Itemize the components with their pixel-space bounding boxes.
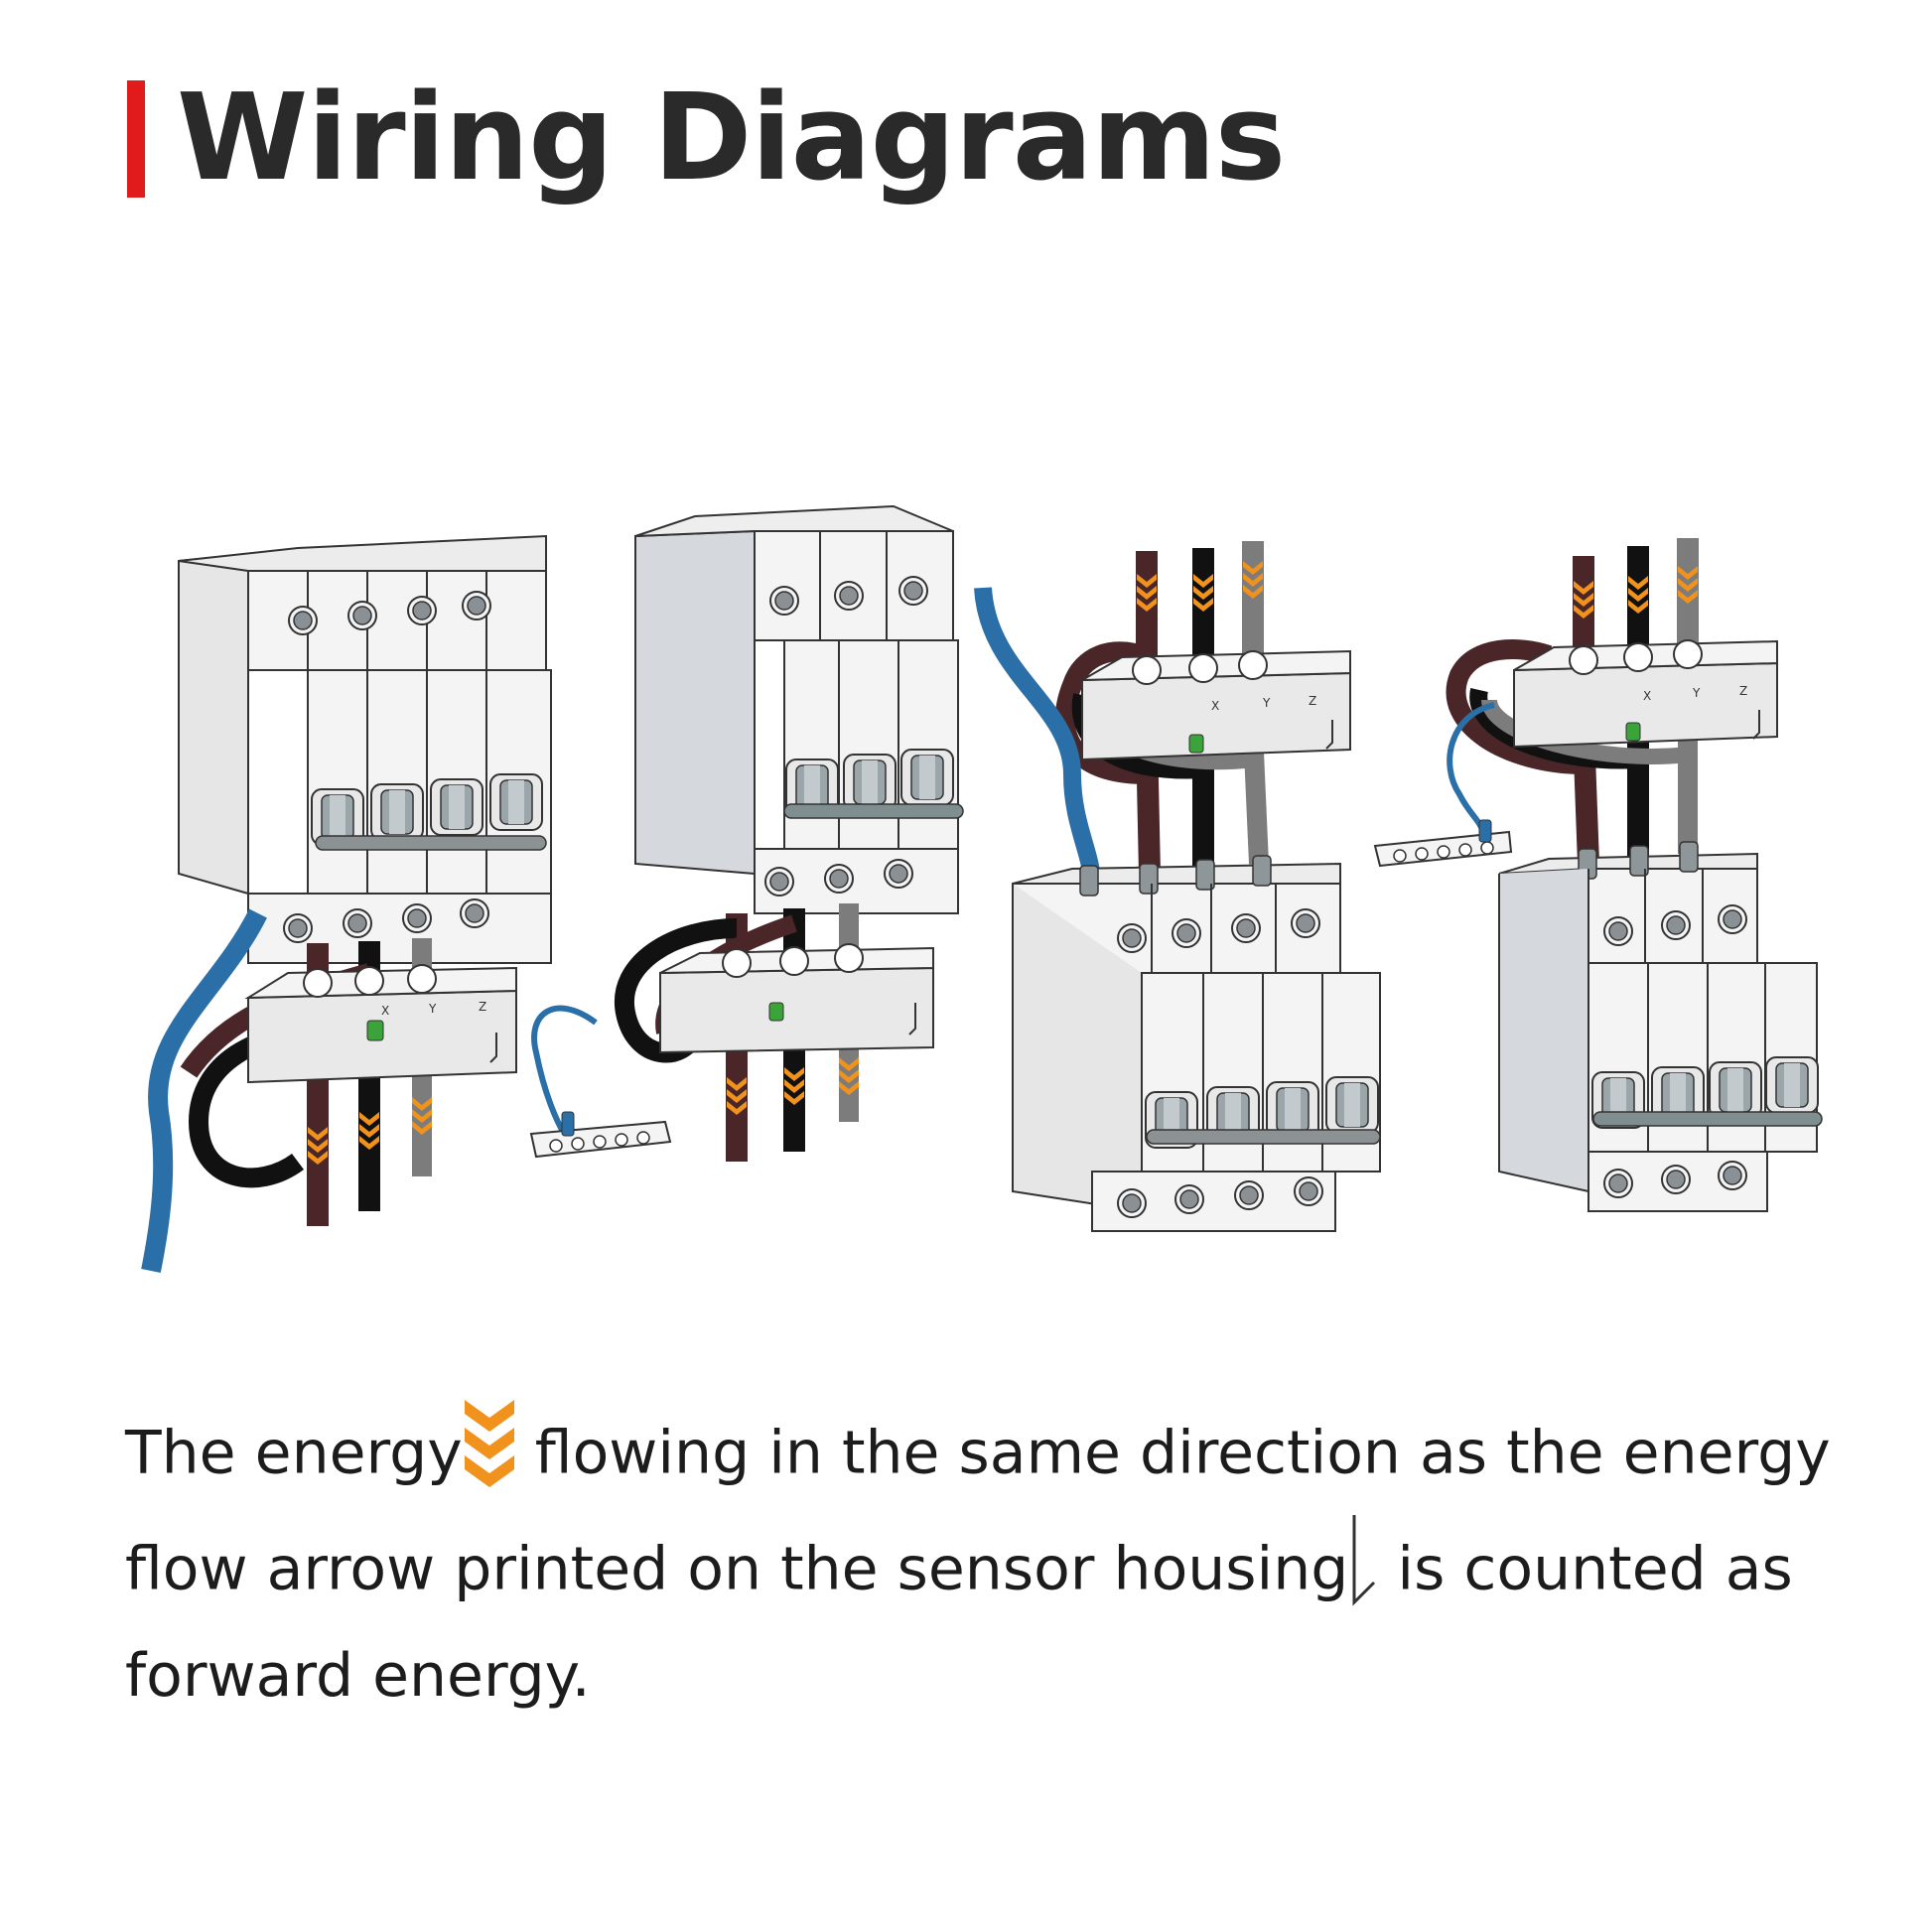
screw-icon — [460, 898, 489, 928]
svg-text:Y: Y — [1692, 686, 1701, 700]
screw-icon — [462, 591, 491, 621]
module-1: X Y Z — [141, 534, 552, 1273]
screw-icon — [764, 867, 794, 897]
wiring-diagram: X Y Z — [141, 504, 1823, 1273]
screw-icon — [1294, 1176, 1323, 1206]
energy-sensor: X Y Z — [244, 964, 517, 1084]
screw-icon — [1718, 904, 1747, 934]
screw-icon — [834, 581, 864, 611]
screw-icon — [1603, 1169, 1633, 1198]
breaker-toggle-icon — [370, 783, 424, 841]
screw-icon — [402, 903, 432, 933]
screw-icon — [1117, 1188, 1147, 1218]
breaker-toggle-icon — [1765, 1056, 1819, 1114]
screw-icon — [1661, 1165, 1691, 1194]
svg-text:X: X — [381, 1004, 389, 1018]
screw-icon — [884, 859, 913, 889]
energy-sensor: X Y Z — [1081, 649, 1351, 761]
svg-text:Y: Y — [428, 1002, 437, 1016]
screw-icon — [1661, 910, 1691, 940]
page-title: Wiring Diagrams — [177, 69, 1286, 207]
screw-icon — [824, 864, 854, 894]
svg-text:Y: Y — [1262, 696, 1271, 710]
caption-part-2: flowing in the same direction as the ene… — [125, 1418, 1831, 1604]
svg-text:Z: Z — [1739, 684, 1747, 698]
caption-part-3: is counted as forward energy. — [125, 1534, 1793, 1711]
svg-text:X: X — [1211, 699, 1219, 713]
screw-icon — [769, 586, 799, 616]
neutral-wire — [531, 1005, 598, 1142]
module-3: X Y Z — [974, 541, 1381, 1232]
breaker-toggle-icon — [1325, 1076, 1379, 1134]
accent-bar — [127, 79, 145, 198]
breaker-toggle-icon — [843, 754, 897, 811]
terminal-block — [529, 1111, 672, 1159]
breaker-toggle-icon — [430, 778, 483, 836]
screw-icon — [288, 606, 318, 635]
caption: The energy flowing in the same direction… — [125, 1400, 1833, 1720]
neutral-wire — [141, 908, 267, 1273]
screw-icon — [1234, 1180, 1264, 1210]
module-2 — [529, 504, 964, 1162]
page-heading: Wiring Diagrams — [127, 69, 1286, 207]
energy-flow-arrow-icon — [463, 1400, 516, 1513]
screw-icon — [1718, 1161, 1747, 1190]
screw-icon — [283, 913, 313, 943]
screw-icon — [1231, 913, 1261, 943]
energy-sensor: X Y Z — [1513, 639, 1778, 749]
screw-icon — [1291, 908, 1320, 938]
screw-icon — [343, 908, 372, 938]
svg-text:X: X — [1643, 689, 1651, 703]
module-4: X Y Z — [1373, 538, 1823, 1212]
breaker-toggle-icon — [900, 749, 954, 806]
screw-icon — [1117, 923, 1147, 953]
neutral-wire — [974, 587, 1101, 885]
neutral-wire — [1447, 702, 1495, 836]
screw-icon — [1174, 1184, 1204, 1214]
breaker-toggle-icon — [1709, 1061, 1762, 1119]
energy-sensor — [659, 943, 934, 1054]
svg-text:Z: Z — [479, 1000, 486, 1014]
svg-text:Z: Z — [1309, 694, 1316, 708]
screw-icon — [898, 576, 928, 606]
terminal-block — [1373, 819, 1513, 868]
breaker-toggle-icon — [489, 773, 543, 831]
screw-icon — [1172, 918, 1201, 948]
caption-part-1: The energy — [125, 1418, 463, 1488]
breaker-body — [178, 552, 249, 896]
screw-icon — [1603, 916, 1633, 946]
screw-icon — [407, 596, 437, 625]
screw-icon — [347, 601, 377, 630]
housing-arrow-icon — [1348, 1513, 1378, 1632]
